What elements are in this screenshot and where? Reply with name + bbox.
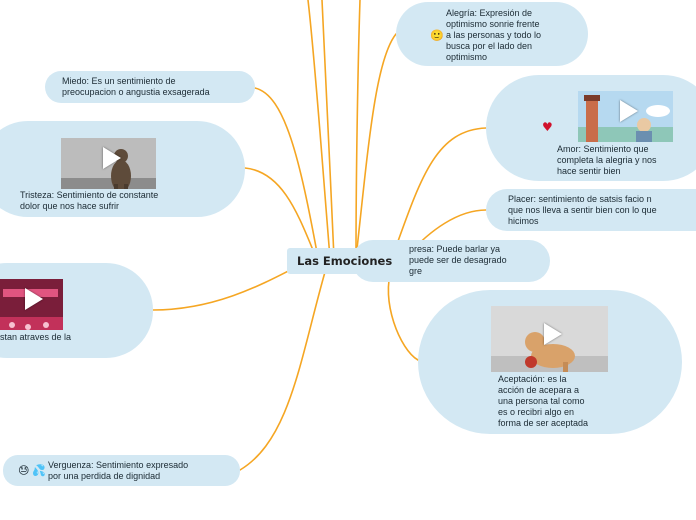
play-icon: [102, 147, 121, 169]
central-topic[interactable]: Las Emociones: [287, 248, 407, 274]
sweat-drops-icon: 💦: [32, 464, 46, 477]
branch-top-2: [321, 0, 335, 259]
node-left-video[interactable]: stan atraves de la: [0, 263, 153, 358]
play-icon: [619, 100, 638, 122]
node-placer-text: Placer: sentimiento de satsis facio n qu…: [508, 194, 657, 226]
branch-miedo: [254, 87, 319, 259]
node-verguenza[interactable]: 😓 💦 Verguenza: Sentimiento expresado por…: [3, 455, 240, 486]
node-aceptacion[interactable]: Aceptación: es la acción de acepara a un…: [418, 290, 682, 434]
branch-top-3: [355, 0, 361, 259]
node-placer[interactable]: Placer: sentimiento de satsis facio n qu…: [486, 189, 696, 231]
node-miedo[interactable]: Miedo: Es un sentimiento de preocupacion…: [45, 71, 255, 103]
play-icon: [24, 288, 43, 310]
node-verguenza-text: Verguenza: Sentimiento expresado por una…: [48, 460, 189, 481]
heart-icon: ♥: [542, 120, 553, 134]
branch-alegria: [355, 33, 397, 259]
node-amor[interactable]: ♥ Amor: Sentimiento que completa la aleg…: [486, 75, 696, 181]
video-thumbnail-puppy[interactable]: [491, 295, 608, 372]
branch-left-video: [152, 261, 307, 311]
node-aceptacion-text: Aceptación: es la acción de acepara a un…: [498, 374, 589, 428]
branch-tristeza: [244, 167, 319, 263]
smiley-icon: 🙂: [430, 29, 444, 42]
branch-top-1: [307, 0, 331, 259]
node-left-video-text: stan atraves de la: [0, 332, 72, 342]
video-thumbnail-stage[interactable]: [0, 268, 63, 330]
node-alegria-text: Alegría: Expresión de optimismo sonrie f…: [446, 8, 542, 62]
node-alegria[interactable]: 🙂 Alegría: Expresión de optimismo sonrie…: [396, 2, 588, 66]
node-tristeza[interactable]: Tristeza: Sentimiento de constante dolor…: [0, 121, 245, 217]
branch-amor: [391, 127, 487, 259]
node-tristeza-text: Tristeza: Sentimiento de constante dolor…: [20, 190, 159, 211]
embarrassed-face-icon: 😓: [18, 464, 30, 477]
node-amor-text: Amor: Sentimiento que completa la alegri…: [557, 144, 657, 177]
node-sorpresa-text: presa: Puede barlar ya puede ser de desa…: [409, 244, 507, 276]
play-icon: [543, 322, 562, 345]
branch-verguenza: [239, 271, 326, 471]
puppy-image: [491, 306, 608, 372]
video-thumbnail-dog[interactable]: [61, 127, 156, 189]
node-miedo-text: Miedo: Es un sentimiento de preocupacion…: [62, 76, 210, 97]
video-thumbnail-lighthouse[interactable]: [578, 80, 673, 142]
